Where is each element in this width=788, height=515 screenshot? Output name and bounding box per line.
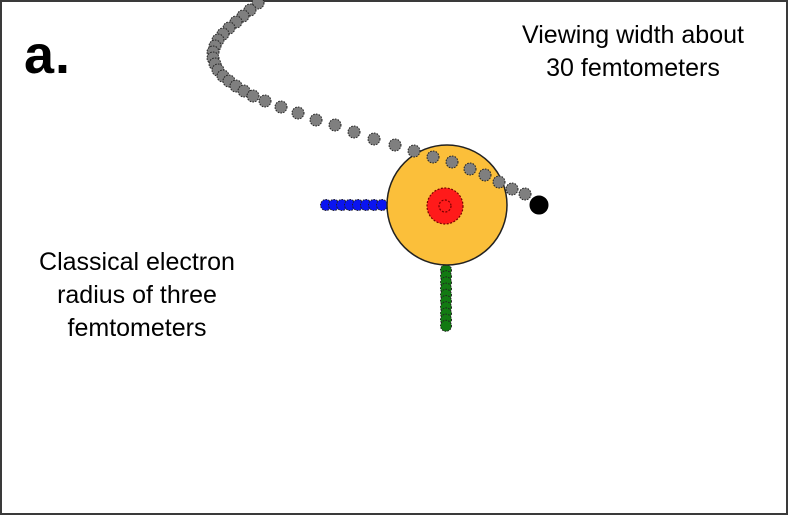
viewing-width-line-1: Viewing width about: [522, 21, 744, 49]
gray-particle: [505, 182, 519, 196]
gray-particle: [291, 106, 305, 120]
gray-particle: [463, 162, 477, 176]
gray-particle: [328, 118, 342, 132]
nucleus-core: [438, 199, 452, 213]
electron-radius-caption: Classical electron radius of three femto…: [12, 246, 262, 345]
gray-particle-trail: [206, 0, 532, 201]
green-particle: [440, 319, 452, 332]
gray-particle: [347, 125, 361, 139]
gray-particle: [518, 187, 532, 201]
viewing-width-line-2: 30 femtometers: [546, 54, 720, 82]
gray-particle: [309, 113, 323, 127]
gray-particle: [246, 89, 260, 103]
gray-particle: [274, 100, 288, 114]
gray-particle: [388, 138, 402, 152]
electron-radius-line-1: Classical electron: [39, 248, 235, 276]
gray-particle: [492, 175, 506, 189]
electron-radius-line-2: radius of three: [57, 281, 217, 309]
nucleus: [426, 187, 464, 225]
gray-particle: [367, 132, 381, 146]
green-particle-trail: [440, 264, 452, 332]
gray-particle: [426, 150, 440, 164]
gray-particle: [407, 144, 421, 158]
electron-radius-line-3: femtometers: [67, 314, 207, 342]
gray-particle: [258, 94, 272, 108]
gray-particle: [478, 168, 492, 182]
gray-particle: [445, 155, 459, 169]
blue-particle: [376, 199, 388, 211]
viewing-width-caption: Viewing width about 30 femtometers: [498, 19, 768, 85]
panel-label: a.: [24, 25, 72, 85]
trail-head-particle: [529, 195, 549, 215]
blue-particle-trail: [320, 199, 388, 211]
